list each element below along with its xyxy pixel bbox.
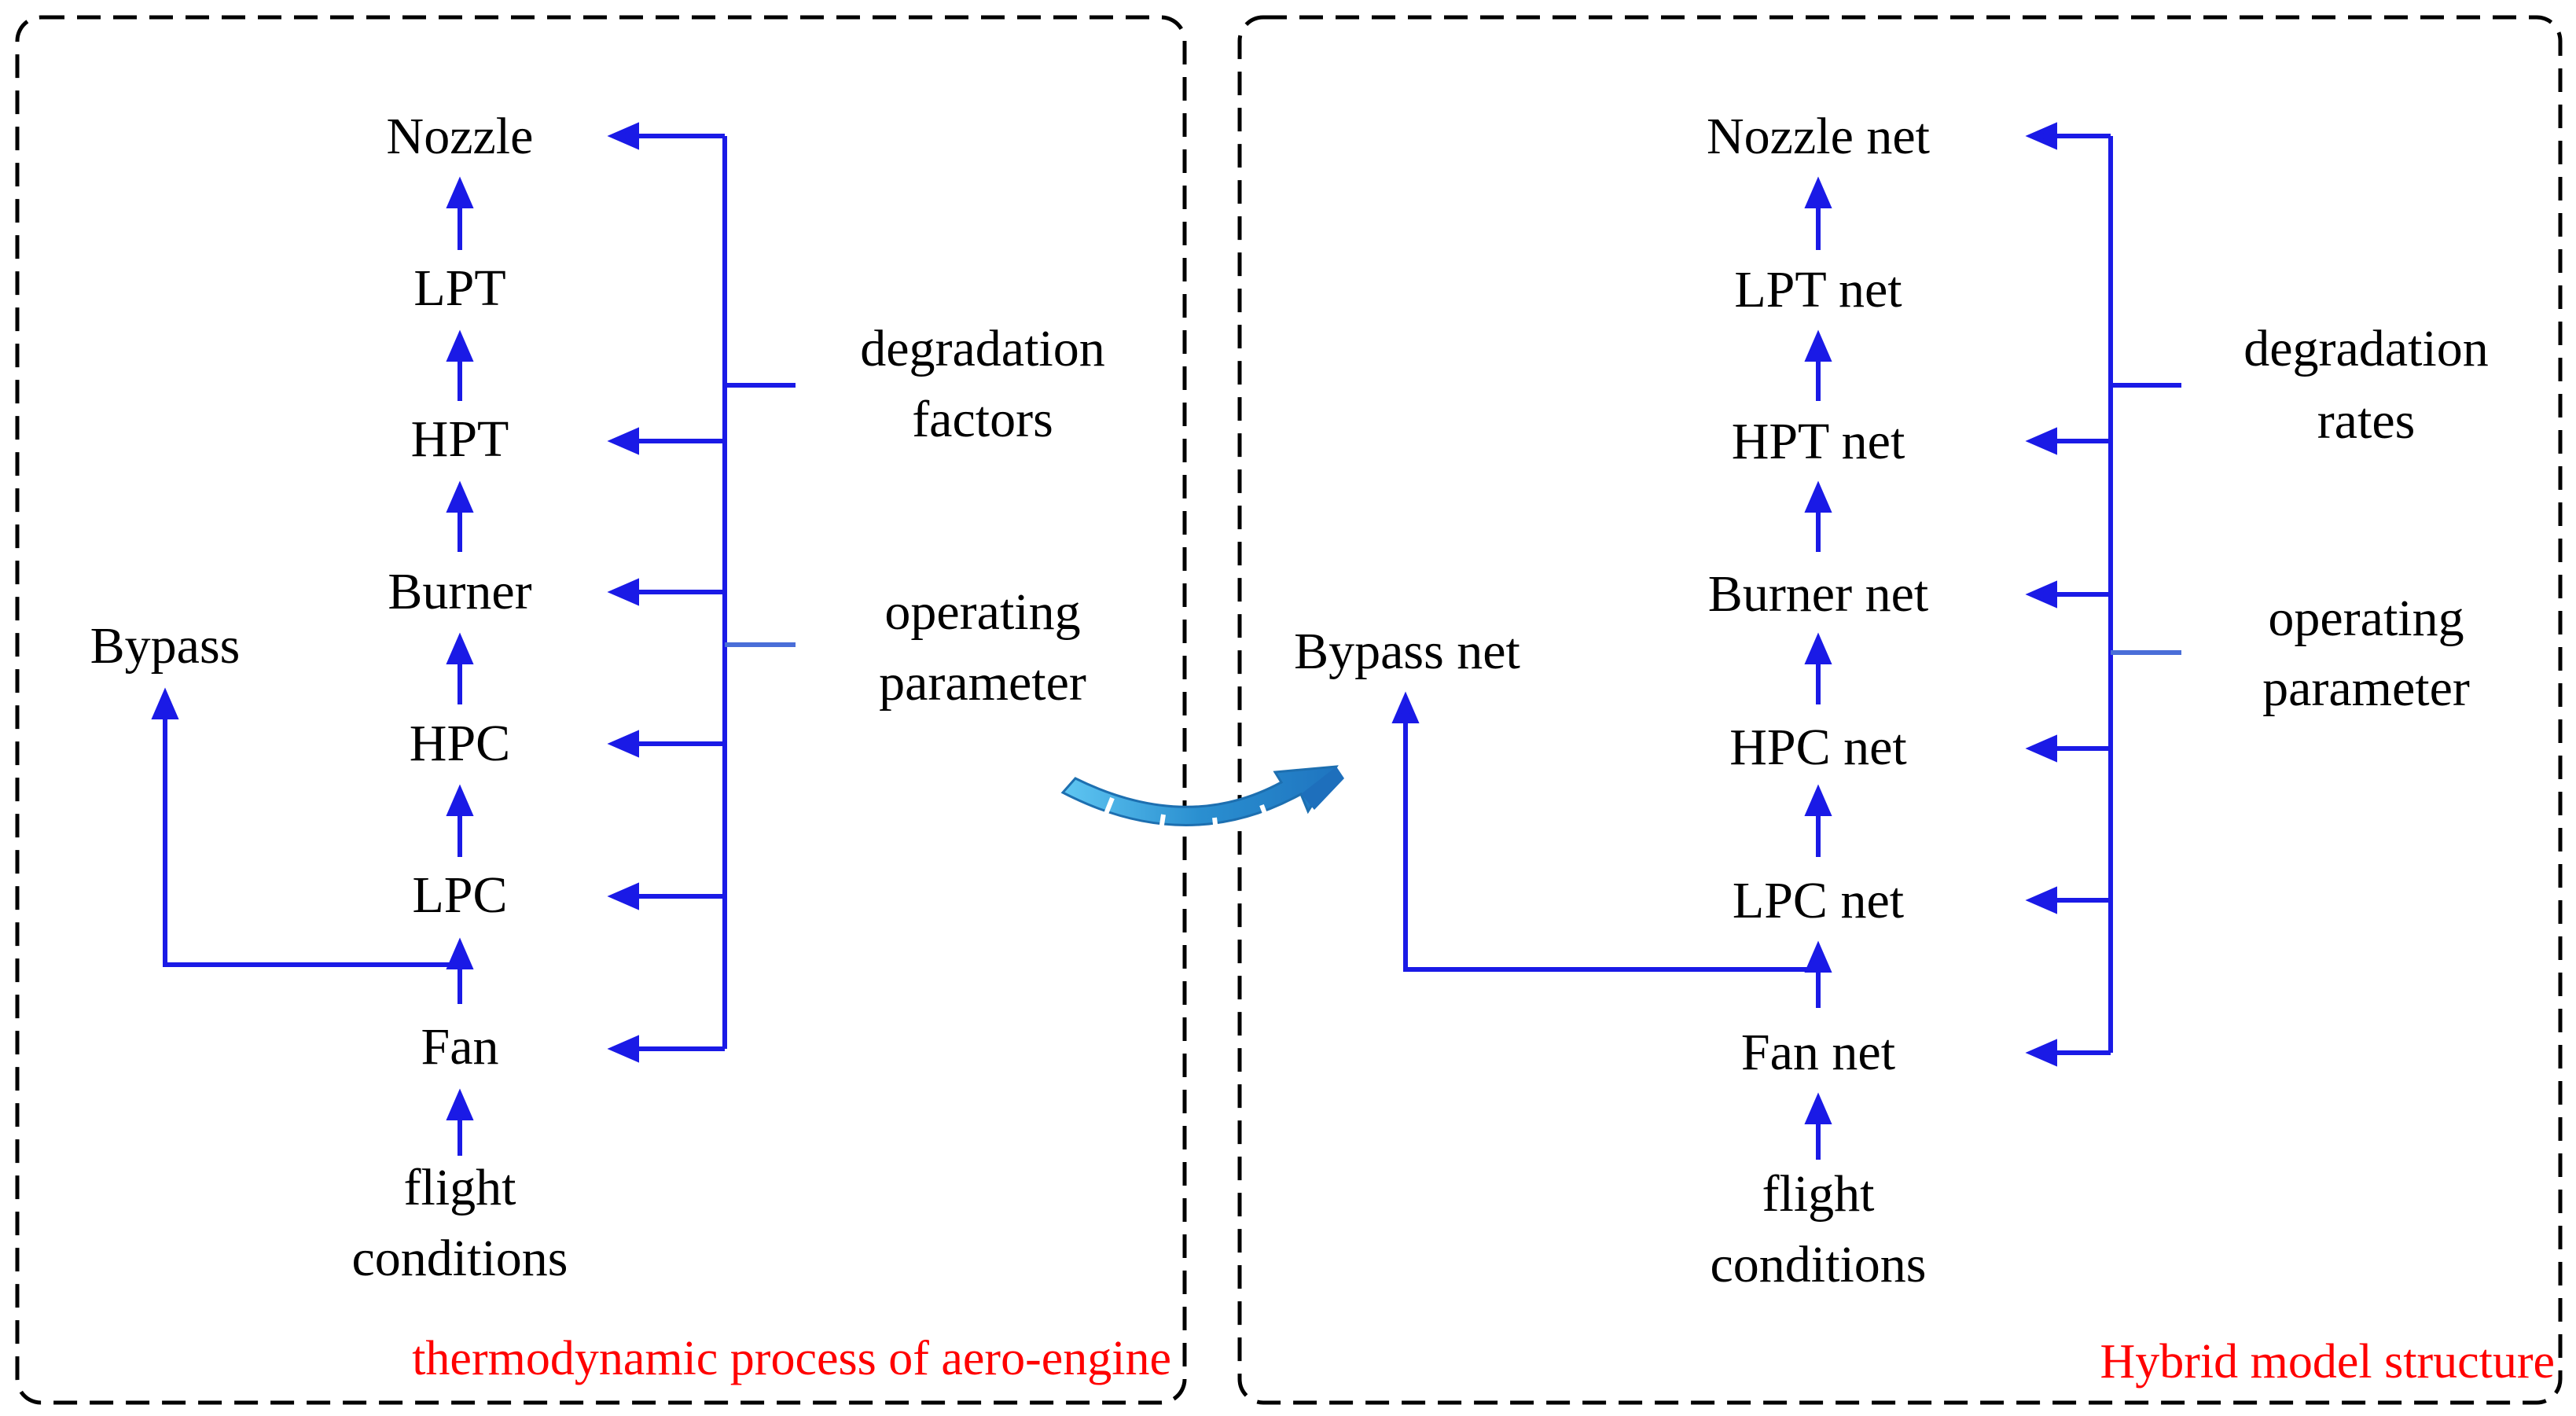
right-stage-lpc: LPC net [1733, 872, 1904, 929]
right-stage-lpt: LPT net [1734, 261, 1902, 318]
left-side-label-2a: operating [884, 583, 1080, 641]
left-panel-border [15, 15, 1187, 1405]
left-stage-hpt: HPT [411, 410, 509, 468]
left-bypass: Bypass [90, 617, 241, 675]
right-side-label-1b: rates [2317, 392, 2416, 450]
left-input-line-1: flight [404, 1159, 516, 1216]
left-side-label-1a: degradation [860, 320, 1105, 377]
right-labels: Nozzle net LPT net HPT net Burner net HP… [1294, 108, 2489, 1293]
curved-arrow-icon [1060, 765, 1344, 838]
right-stage-burner: Burner net [1708, 565, 1928, 623]
right-bypass: Bypass net [1294, 623, 1520, 680]
right-stage-hpc: HPC net [1729, 719, 1907, 776]
left-stage-burner: Burner [388, 563, 531, 620]
right-side-label-2b: parameter [2262, 660, 2470, 717]
right-caption: Hybrid model structure [2100, 1335, 2555, 1388]
left-input-line-2: conditions [352, 1230, 568, 1287]
left-stage-fan: Fan [421, 1018, 499, 1076]
right-input-line-1: flight [1762, 1165, 1875, 1223]
right-input-line-2: conditions [1711, 1236, 1927, 1293]
left-side-label-1b: factors [912, 391, 1053, 448]
right-panel-border [1237, 15, 2563, 1405]
left-stage-lpt: LPT [413, 259, 505, 317]
left-panel: Nozzle LPT HPT Burner HPC LPC Fan flight… [15, 15, 1187, 1405]
left-side-label-2b: parameter [879, 654, 1086, 712]
left-stage-lpc: LPC [412, 866, 507, 924]
right-arrows [1391, 122, 2181, 1160]
right-panel: Nozzle net LPT net HPT net Burner net HP… [1237, 15, 2563, 1405]
right-side-label-2a: operating [2268, 590, 2464, 647]
right-stage-hpt: HPT net [1732, 413, 1905, 470]
right-stage-nozzle: Nozzle net [1707, 108, 1930, 165]
right-stage-fan: Fan net [1741, 1024, 1895, 1081]
right-side-label-1a: degradation [2243, 320, 2489, 377]
left-labels: Nozzle LPT HPT Burner HPC LPC Fan flight… [90, 108, 1105, 1287]
left-arrows [151, 122, 796, 1156]
left-stage-nozzle: Nozzle [387, 108, 534, 165]
left-stage-hpc: HPC [410, 715, 510, 772]
left-caption: thermodynamic process of aero-engine [412, 1332, 1171, 1385]
